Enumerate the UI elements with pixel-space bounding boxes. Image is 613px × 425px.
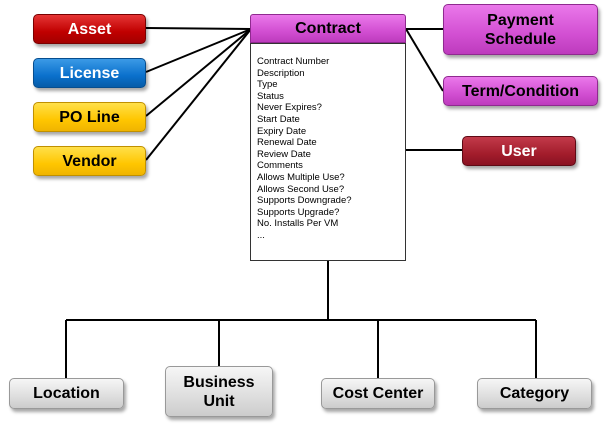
license-box[interactable]: License <box>33 58 146 88</box>
contract-field: No. Installs Per VM <box>257 218 339 230</box>
location-label: Location <box>33 385 100 402</box>
connector-term-condition <box>405 28 444 92</box>
business-unit-label-line2: Unit <box>203 392 235 410</box>
contract-field: Never Expires? <box>257 102 322 114</box>
cost-center-label: Cost Center <box>332 385 424 402</box>
connector-asset <box>145 27 252 30</box>
vendor-label: Vendor <box>62 152 117 170</box>
contract-field: Supports Upgrade? <box>257 206 340 218</box>
asset-box[interactable]: Asset <box>33 14 146 44</box>
contract-field: Supports Downgrade? <box>257 195 352 207</box>
business-unit-label-line1: Business <box>183 373 255 391</box>
contract-field: Renewal Date <box>257 137 317 149</box>
contract-field: Comments <box>257 160 303 172</box>
payment-schedule-label-line1: Payment <box>487 11 554 29</box>
location-box[interactable]: Location <box>9 378 124 409</box>
contract-field: Type <box>257 79 278 91</box>
payment-schedule-box[interactable]: Payment Schedule <box>443 4 598 55</box>
term-condition-box[interactable]: Term/Condition <box>443 76 598 106</box>
user-label: User <box>501 142 537 160</box>
contract-header[interactable]: Contract <box>250 14 406 43</box>
po-line-box[interactable]: PO Line <box>33 102 146 132</box>
user-box[interactable]: User <box>462 136 576 166</box>
contract-field: Allows Second Use? <box>257 183 345 195</box>
payment-schedule-label-line2: Schedule <box>484 30 557 48</box>
contract-field: Contract Number <box>257 56 330 67</box>
business-unit-box[interactable]: Business Unit <box>165 366 273 417</box>
connector-license <box>145 28 252 73</box>
contract-title: Contract <box>295 20 361 37</box>
vendor-box[interactable]: Vendor <box>33 146 146 176</box>
asset-label: Asset <box>67 20 112 38</box>
cost-center-box[interactable]: Cost Center <box>321 378 435 409</box>
po-line-label: PO Line <box>59 108 120 126</box>
contract-field: Description <box>257 67 305 79</box>
connector-vendor <box>145 28 252 161</box>
contract-field: Expiry Date <box>257 125 307 137</box>
category-label: Category <box>499 385 570 402</box>
category-box[interactable]: Category <box>477 378 592 409</box>
contract-field: Allows Multiple Use? <box>257 171 345 183</box>
term-condition-label: Term/Condition <box>461 82 580 100</box>
contract-field: Review Date <box>257 148 311 160</box>
license-label: License <box>59 64 120 82</box>
contract-field: Status <box>257 90 284 102</box>
contract-field: Start Date <box>257 113 300 125</box>
connector-po-line <box>145 28 252 117</box>
contract-field: ... <box>257 229 265 241</box>
